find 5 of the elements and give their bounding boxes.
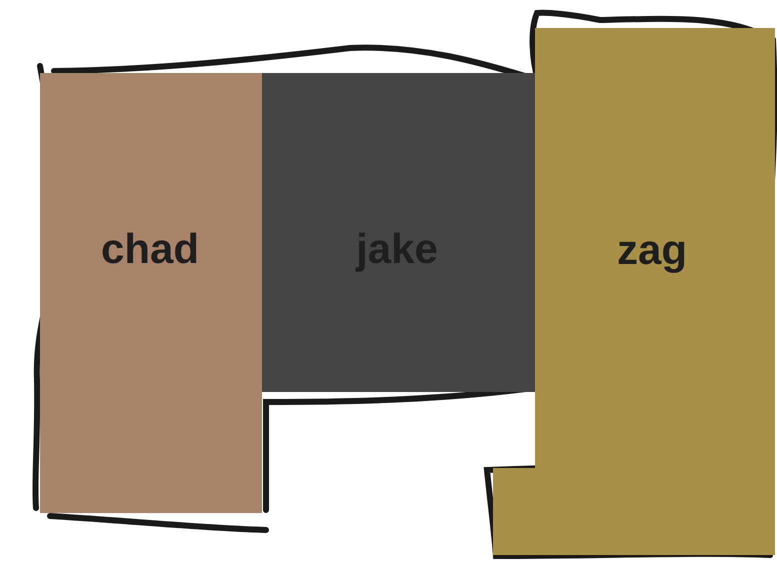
- room-area: [262, 73, 535, 392]
- room-label: chad: [100, 225, 200, 273]
- room-area: [493, 28, 775, 555]
- room-label: zag: [617, 226, 687, 274]
- room-area: [40, 73, 262, 513]
